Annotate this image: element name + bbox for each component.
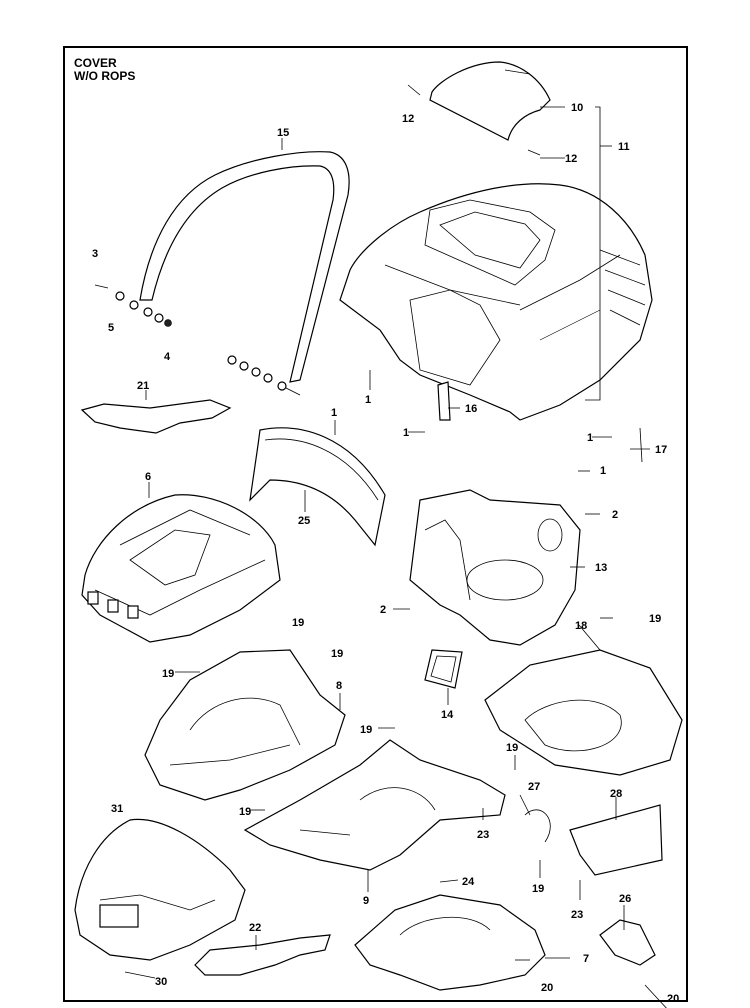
callout-3: 3	[92, 248, 98, 260]
part-6-front-cover	[81, 494, 281, 643]
part-7-skid-plate	[354, 894, 546, 991]
callout-7: 7	[583, 953, 589, 965]
callout-20-b: 20	[667, 993, 679, 1005]
part-26-bracket	[599, 919, 656, 966]
callout-25: 25	[298, 515, 310, 527]
callout-30: 30	[155, 976, 167, 988]
callout-19-c: 19	[331, 648, 343, 660]
callout-2-b: 2	[380, 604, 386, 616]
callout-28: 28	[610, 788, 622, 800]
part-31-seat	[74, 818, 246, 961]
callout-15: 15	[277, 127, 289, 139]
title-line-1: COVER	[74, 56, 117, 70]
callout-19-a: 19	[649, 613, 661, 625]
callout-labels: 1 1 1 1 1 1 2 2 3 4 5 6 7 8 9 10 11 12 1…	[92, 102, 679, 1005]
part-18-rear-tray	[484, 649, 683, 776]
part-27-clip	[524, 809, 551, 843]
callout-23-a: 23	[477, 829, 489, 841]
callout-10: 10	[571, 102, 583, 114]
part-13-inner-fender	[409, 489, 581, 646]
callout-2-a: 2	[612, 509, 618, 521]
callout-5: 5	[108, 322, 114, 334]
part-12-fasteners	[407, 84, 541, 156]
callout-1-a: 1	[365, 394, 371, 406]
part-28-bracket	[569, 804, 663, 876]
callout-12-b: 12	[565, 153, 577, 165]
callout-26: 26	[619, 893, 631, 905]
callout-1-b: 1	[331, 407, 337, 419]
part-15-roll-bar	[139, 151, 350, 383]
callout-19-g: 19	[239, 806, 251, 818]
callout-21: 21	[137, 380, 149, 392]
callout-24: 24	[462, 876, 475, 888]
callout-11: 11	[618, 141, 630, 153]
callout-9: 9	[363, 895, 369, 907]
callout-1-e: 1	[600, 465, 606, 477]
callout-19-e: 19	[360, 724, 372, 736]
part-3-5-4-hardware	[94, 284, 301, 396]
callout-19-f: 19	[506, 742, 518, 754]
part-9-rear-fender	[243, 739, 506, 871]
callout-31: 31	[111, 803, 123, 815]
part-22-mat	[194, 934, 331, 976]
callout-18: 18	[575, 620, 587, 632]
callout-20-a: 20	[541, 982, 553, 994]
part-14-grommet	[424, 649, 463, 689]
leader-lines	[124, 106, 667, 1008]
part-16-17-hardware	[437, 381, 643, 463]
diagram-title: COVER W/O ROPS	[74, 57, 135, 83]
callout-16: 16	[465, 403, 477, 415]
callout-19-h: 19	[532, 883, 544, 895]
part-21-gasket	[80, 399, 232, 434]
callout-22: 22	[249, 922, 261, 934]
callout-27: 27	[528, 781, 540, 793]
part-10-seat-cover	[429, 61, 551, 141]
callout-4: 4	[164, 351, 171, 363]
callout-8: 8	[336, 680, 342, 692]
callout-19-b: 19	[292, 617, 304, 629]
callout-19-d: 19	[162, 668, 174, 680]
callout-13: 13	[595, 562, 607, 574]
callout-23-b: 23	[571, 909, 583, 921]
callout-6: 6	[145, 471, 151, 483]
part-11-main-body	[339, 183, 653, 421]
part-25-panel	[249, 427, 386, 547]
callout-17: 17	[655, 444, 667, 456]
callout-14: 14	[441, 709, 454, 721]
title-line-2: W/O ROPS	[74, 69, 136, 83]
part-8-front-fender	[144, 649, 346, 801]
callout-12-a: 12	[402, 113, 414, 125]
callout-1-c: 1	[403, 427, 409, 439]
callout-1-d: 1	[587, 432, 593, 444]
diagram-frame	[63, 46, 688, 1002]
